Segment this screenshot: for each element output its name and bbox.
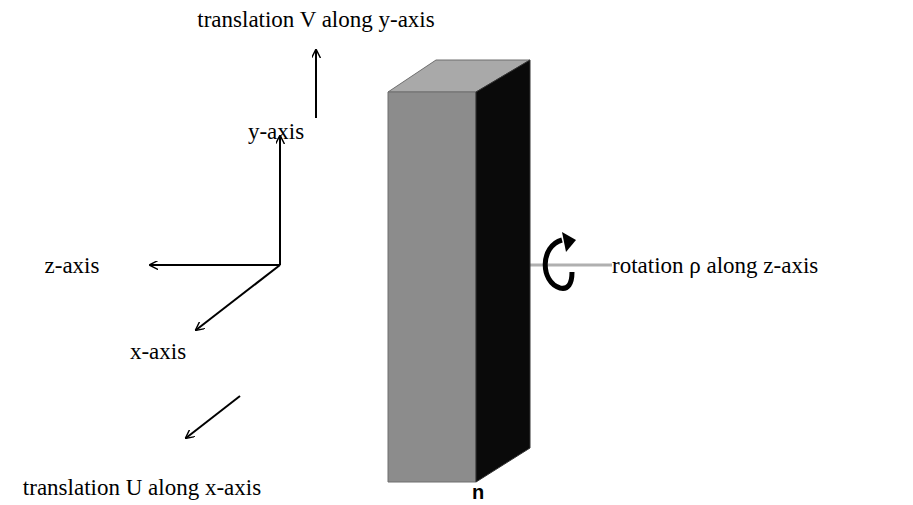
x-axis-arrow <box>196 265 280 330</box>
axis-label: y-axis <box>248 119 304 144</box>
rotation-arrowhead <box>562 232 576 252</box>
axis-line <box>282 264 378 267</box>
translation-label: translation U along x-axis <box>23 475 261 500</box>
z-axis-arrow <box>150 264 280 266</box>
y-axis-arrow <box>279 136 281 265</box>
translation-v-arrow <box>315 50 317 118</box>
translation-label: translation V along y-axis <box>197 7 434 32</box>
slab-front <box>388 92 476 482</box>
translation-u-arrow <box>186 396 240 438</box>
axis-label: z-axis <box>45 253 100 278</box>
rotation-label: rotation ρ along z-axis <box>612 253 818 278</box>
part-label: n <box>472 481 484 503</box>
axis-label: x-axis <box>130 339 186 364</box>
slab-side <box>476 60 530 482</box>
